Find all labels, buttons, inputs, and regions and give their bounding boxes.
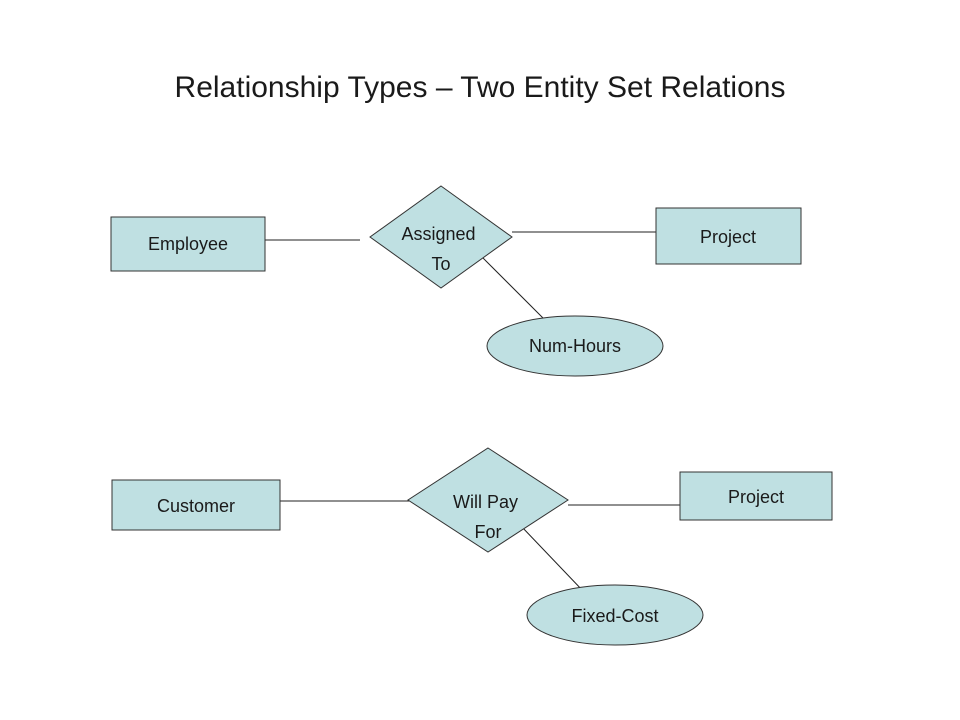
er-diagram-2: Customer Will Pay For Project Fixed-Cost: [111, 447, 833, 646]
entity-project: Project: [655, 207, 802, 265]
connector-assigned-to-num-hours: [480, 255, 546, 321]
attribute-ellipse: [486, 315, 664, 377]
entity-label: Employee: [148, 234, 228, 254]
svg-text:Will Pay For: Will Pay For: [453, 492, 523, 542]
relationship-label-line-2: To: [431, 254, 450, 274]
attribute-fixed-cost: Fixed-Cost: [526, 584, 704, 646]
relationship-assigned-to: Assigned To: [369, 185, 513, 289]
relationship-label-line-1: Assigned: [401, 224, 475, 244]
svg-text:Assigned To: Assigned To: [401, 224, 480, 274]
connector-will-pay-for-fixed-cost: [520, 525, 585, 593]
attribute-num-hours: Num-Hours: [486, 315, 664, 377]
entity-box: [110, 216, 266, 272]
entity-box: [111, 479, 281, 531]
entity-box: [679, 471, 833, 521]
entity-box: [655, 207, 802, 265]
relationship-label-line-2: For: [475, 522, 502, 542]
attribute-ellipse: [526, 584, 704, 646]
relationship-label-line-1: Will Pay: [453, 492, 518, 512]
relationship-diamond: [407, 447, 569, 553]
entity-customer: Customer: [111, 479, 281, 531]
entity-label: Customer: [157, 496, 235, 516]
entity-label: Project: [728, 487, 784, 507]
entity-project: Project: [679, 471, 833, 521]
relationship-will-pay-for: Will Pay For: [407, 447, 569, 553]
entity-label: Project: [700, 227, 756, 247]
attribute-label: Num-Hours: [529, 336, 621, 356]
entity-employee: Employee: [110, 216, 266, 272]
er-diagram-1: Employee Assigned To Project Num-Hours: [110, 185, 802, 377]
attribute-label: Fixed-Cost: [571, 606, 658, 626]
slide-title: Relationship Types – Two Entity Set Rela…: [174, 71, 786, 104]
relationship-diamond: [369, 185, 513, 289]
